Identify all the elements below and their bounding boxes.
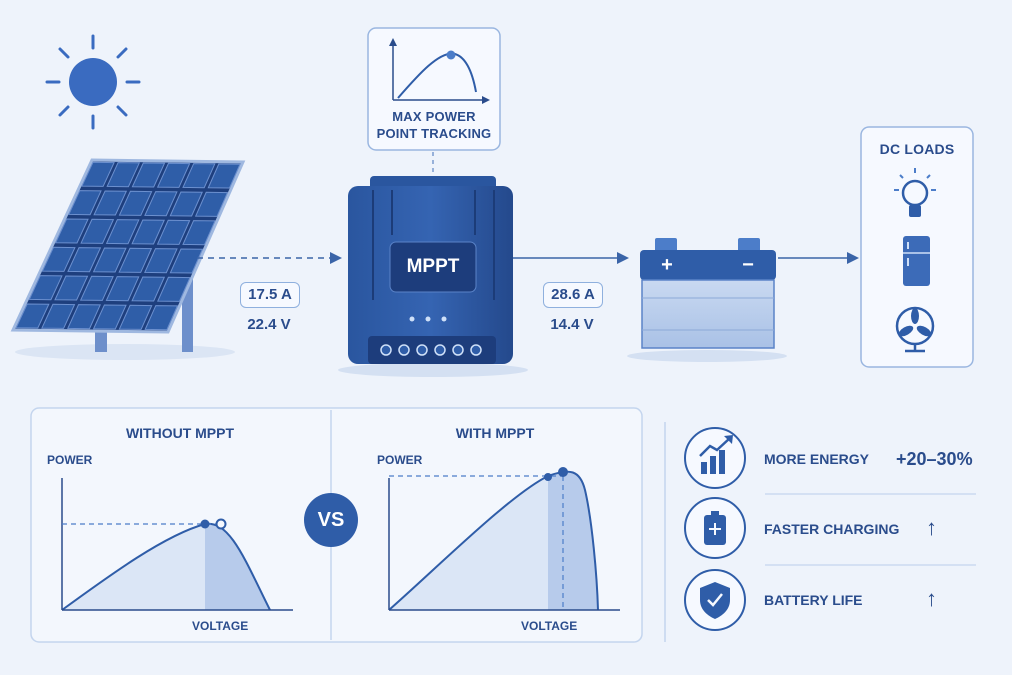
sun-icon	[45, 34, 141, 130]
solar-cell	[81, 161, 115, 187]
solar-cell	[194, 191, 229, 217]
solar-cell	[144, 191, 178, 217]
benefit-battery-life: BATTERY LIFE	[764, 592, 863, 608]
arrow-head-output	[617, 252, 629, 264]
output-voltage: 14.4 V	[550, 316, 594, 333]
solar-cell	[92, 304, 127, 330]
solar-cell	[131, 276, 166, 302]
mppt-controller-label: MPPT	[406, 256, 460, 277]
tracking-box	[367, 27, 501, 151]
without-mppt-xlabel: VOLTAGE	[192, 619, 249, 633]
solar-cell	[169, 248, 204, 274]
light-bulb-icon	[894, 168, 936, 217]
benefit-faster-charging: FASTER CHARGING	[764, 521, 900, 537]
tracking-title-line1: MAX POWER	[392, 109, 476, 124]
without-mppt-plot	[61, 478, 293, 611]
vs-label: VS	[317, 509, 345, 531]
with-mppt-ylabel: POWER	[377, 453, 423, 467]
solar-cell	[207, 163, 241, 189]
benefit-more-energy-value: +20–30%	[896, 449, 973, 469]
solar-cell	[105, 219, 140, 245]
arrow-head-input	[330, 252, 342, 264]
refrigerator-icon	[903, 236, 930, 286]
arrow-head-loads	[847, 252, 859, 264]
solar-cell	[131, 162, 166, 188]
with-mppt-xlabel: VOLTAGE	[521, 619, 578, 633]
solar-cell	[80, 218, 115, 244]
solar-cell	[144, 305, 179, 331]
solar-cell	[156, 162, 191, 188]
solar-cell	[54, 218, 89, 244]
growth-chart-icon	[684, 427, 746, 489]
benefit-faster-charging-arrow: ↑	[926, 515, 937, 540]
solar-cell	[15, 303, 50, 329]
solar-cell	[118, 190, 153, 216]
solar-cell	[93, 190, 128, 216]
fan-icon	[895, 306, 935, 353]
solar-cell	[118, 304, 153, 330]
benefit-more-energy: MORE ENERGY	[764, 451, 870, 467]
vs-badge	[304, 493, 358, 547]
solar-cell	[182, 220, 216, 246]
solar-cell	[41, 303, 76, 329]
input-current-tag: 17.5 A	[240, 282, 300, 308]
solar-cell	[106, 162, 141, 188]
input-voltage: 22.4 V	[247, 316, 291, 333]
without-mppt-ylabel: POWER	[47, 453, 93, 467]
power-curve-icon	[389, 38, 490, 104]
solar-cell	[131, 219, 165, 245]
output-current-tag: 28.6 A	[543, 282, 603, 308]
solar-cell	[182, 163, 216, 189]
battery-plus-label: +	[661, 254, 673, 276]
solar-cell	[169, 191, 203, 217]
dc-loads-title: DC LOADS	[879, 141, 955, 157]
solar-cell	[28, 275, 63, 301]
battery-minus-label: −	[742, 254, 754, 276]
solar-cell	[79, 275, 114, 301]
solar-cell	[157, 276, 191, 302]
mppt-controller	[338, 176, 528, 377]
with-mppt-title: WITH MPPT	[455, 425, 535, 441]
solar-cell	[67, 304, 101, 330]
battery-charging-icon	[684, 497, 746, 559]
solar-cell	[144, 248, 178, 274]
benefit-battery-life-arrow: ↑	[926, 586, 937, 611]
solar-cell	[68, 190, 102, 216]
solar-cell	[105, 276, 140, 302]
battery-icon	[627, 238, 787, 362]
without-mppt-title: WITHOUT MPPT	[125, 425, 235, 441]
solar-cell	[67, 247, 102, 273]
solar-cell	[54, 275, 89, 301]
solar-cell	[41, 246, 76, 272]
solar-cell	[156, 219, 191, 245]
shield-check-icon	[684, 569, 746, 631]
with-mppt-plot	[388, 467, 620, 611]
tracking-title-line2: POINT TRACKING	[376, 126, 492, 141]
solar-cell	[92, 247, 127, 273]
solar-cell	[118, 247, 153, 273]
solar-panel-icon	[10, 158, 246, 360]
